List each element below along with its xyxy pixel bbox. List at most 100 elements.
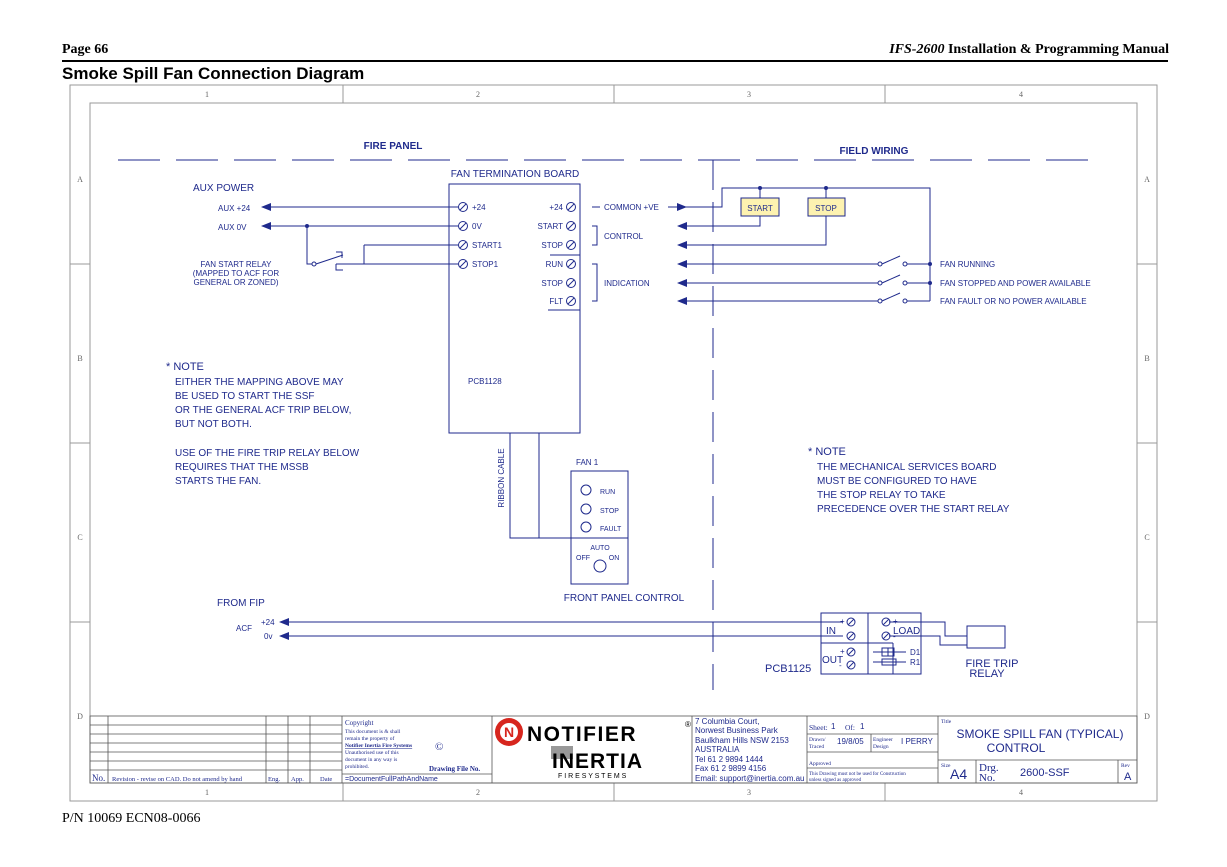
d1-r1-components: [873, 647, 906, 666]
rev-label: Rev: [1121, 763, 1130, 769]
zone-row-d-right: D: [1144, 712, 1150, 721]
rev-value: A: [1124, 771, 1132, 783]
zone-col-3-top: 3: [747, 90, 751, 99]
address-line1: 7 Columbia Court,: [695, 717, 759, 726]
manual-title: IFS-2600 Installation & Programming Manu…: [889, 42, 1169, 58]
engineer-label: Engineer: [873, 737, 893, 743]
zone-row-b-left: B: [77, 354, 82, 363]
zone-row-d-left: D: [77, 712, 83, 721]
zone-col-4-bottom: 4: [1019, 788, 1023, 797]
acf-0v-label: 0v: [264, 632, 272, 641]
header-rule: [62, 60, 1168, 62]
wire-load-plus: [889, 621, 967, 637]
control-label: CONTROL: [604, 232, 644, 241]
off-label: OFF: [576, 555, 590, 562]
wire-start-return: [677, 216, 761, 230]
wire-load-minus: [889, 635, 967, 646]
fan-start-relay-line3: GENERAL OR ZONED): [193, 278, 278, 287]
sheet-value: 1: [831, 722, 836, 731]
fan-running-label: FAN RUNNING: [940, 260, 995, 269]
drawn-label: Drawn/: [809, 737, 826, 743]
size-value: A4: [950, 766, 967, 782]
design-label: Design: [873, 744, 889, 750]
terminal-right-stop-ind: STOP: [541, 279, 563, 288]
zone-col-4-top: 4: [1019, 90, 1023, 99]
note1-line4: BUT NOT BOTH.: [175, 419, 252, 430]
junction-stopped: [928, 281, 932, 285]
note2-line3: THE STOP RELAY TO TAKE: [817, 490, 946, 501]
copyright-line3: remain the property of: [345, 735, 394, 742]
of-label: Of:: [845, 723, 855, 732]
front-panel-box: [570, 470, 629, 585]
rev-col-no: No.: [92, 773, 105, 783]
rev-col-eng: Eng.: [268, 776, 280, 783]
in-minus-sign: -: [839, 631, 842, 640]
note2-line2: MUST BE CONFIGURED TO HAVE: [817, 476, 977, 487]
approved-label: Approved: [809, 761, 831, 767]
traced-label: Traced: [809, 744, 824, 750]
wire-common-bus: [686, 187, 931, 301]
manual-model: IFS-2600: [889, 42, 945, 57]
junction-running: [928, 262, 932, 266]
fan-start-relay-line2: (MAPPED TO ACF FOR: [193, 269, 280, 278]
in-label: IN: [826, 626, 836, 637]
address-fax: Fax 61 2 9899 4156: [695, 764, 767, 773]
brand-notifier: NOTIFIER: [527, 723, 637, 746]
page-number: Page 66: [62, 42, 109, 57]
brand-inertia: INERTIA: [552, 750, 643, 773]
from-fip-label: FROM FIP: [217, 598, 265, 609]
front-panel-control-label: FRONT PANEL CONTROL: [564, 593, 685, 604]
out-minus-sign: -: [839, 661, 842, 670]
note1-line8: STARTS THE FAN.: [175, 476, 261, 487]
led-fault-label: FAULT: [600, 526, 622, 533]
construction-note-2: unless signed as approved: [809, 778, 862, 783]
fire-panel-label: FIRE PANEL: [364, 141, 423, 152]
ribbon-cable-line: [509, 433, 571, 539]
fire-trip-relay-line2: RELAY: [969, 668, 1005, 680]
inertia-logo-block: [551, 746, 573, 759]
zone-row-c-right: C: [1144, 533, 1149, 542]
aux-power-label: AUX POWER: [193, 183, 254, 194]
common-label: COMMON +VE: [604, 203, 659, 212]
zone-row-b-right: B: [1144, 354, 1149, 363]
zone-col-1-top: 1: [205, 90, 209, 99]
drawing-number: 2600-SSF: [1020, 767, 1070, 779]
document-file-path: =DocumentFullPathAndName: [345, 776, 438, 783]
address-line2: Norwest Business Park: [695, 726, 779, 735]
right-terminal-screws: [566, 202, 576, 306]
drawing-title-line1: SMOKE SPILL FAN (TYPICAL): [957, 727, 1124, 741]
drawing-title-line2: CONTROL: [987, 741, 1046, 755]
zone-col-1-bottom: 1: [205, 788, 209, 797]
terminal-right-run: RUN: [546, 260, 564, 269]
of-value: 1: [860, 722, 865, 731]
fan1-label: FAN 1: [576, 458, 599, 467]
zone-row-c-left: C: [77, 533, 82, 542]
on-label: ON: [609, 555, 620, 562]
rev-col-date: Date: [320, 776, 332, 783]
copyright-line5: Unauthorised use of this: [345, 749, 399, 756]
copyright-line4: Notifier Inertia Fire Systems: [345, 743, 412, 749]
out-plus-sign: +: [840, 647, 845, 656]
copyright-symbol: ©: [435, 741, 443, 753]
copyright-line6: document in any way is: [345, 757, 397, 763]
relay-contact-1: [311, 261, 317, 267]
fire-trip-relay-coil: [966, 625, 1006, 649]
acf-label: ACF: [236, 624, 252, 633]
fan-fault-label: FAN FAULT OR NO POWER AVAILABLE: [940, 297, 1087, 306]
note1-line6: USE OF THE FIRE TRIP RELAY BELOW: [175, 448, 360, 459]
fan-start-relay-line1: FAN START RELAY: [201, 260, 273, 269]
left-terminal-screws: [458, 202, 468, 269]
zone-ticks: [70, 85, 1157, 801]
part-number: P/N 10069 ECN08-0066: [62, 811, 201, 826]
note1-title: * NOTE: [166, 361, 204, 373]
terminal-left-plus24: +24: [472, 203, 486, 212]
address-line3: Baulkham Hills NSW 2153: [695, 736, 789, 745]
copyright-line2: This document is & shall: [345, 729, 401, 735]
led-stop-label: STOP: [600, 508, 619, 515]
led-run-label: RUN: [600, 489, 615, 496]
construction-note-1: This Drawing must not be used for Constr…: [809, 772, 906, 777]
drawn-date: 19/8/05: [837, 737, 864, 746]
note1-line7: REQUIRES THAT THE MSSB: [175, 462, 309, 473]
zone-col-3-bottom: 3: [747, 788, 751, 797]
